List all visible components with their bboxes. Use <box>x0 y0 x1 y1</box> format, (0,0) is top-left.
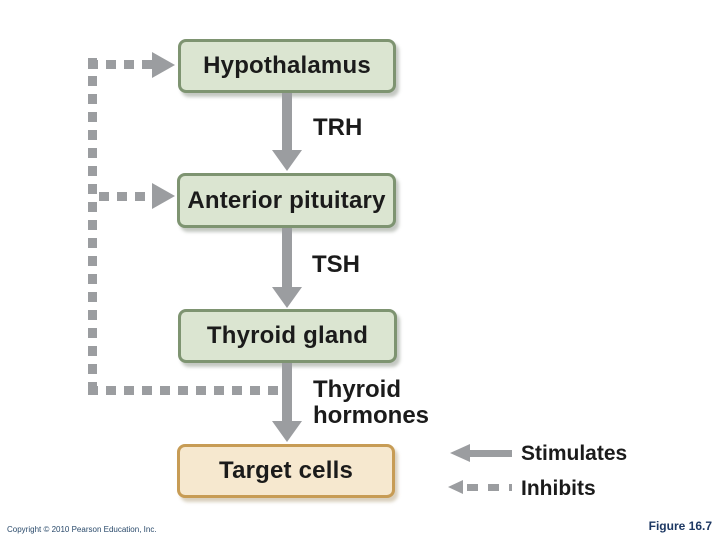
inhibits-arrow-dashes <box>467 484 512 491</box>
inhibits-legend-label: Inhibits <box>521 477 596 500</box>
feedback-line-from-thyroid-hormones <box>88 386 280 395</box>
copyright-text: Copyright © 2010 Pearson Education, Inc. <box>7 525 157 534</box>
thyroid-hormones-line2: hormones <box>313 402 430 429</box>
thyroid-gland-box: Thyroid gland <box>178 309 397 363</box>
hypothalamus-box: Hypothalamus <box>178 39 396 93</box>
arrow-thyroid-to-target-icon <box>272 421 302 442</box>
feedback-arrowhead-hypothalamus-icon <box>152 52 175 78</box>
inhibits-arrow-icon <box>448 480 463 494</box>
arrow-hypothalamus-to-pituitary-icon <box>272 150 302 171</box>
thyroid-hormones-line1: Thyroid <box>313 376 401 403</box>
stimulates-arrow-shaft <box>468 450 512 457</box>
tsh-label: TSH <box>312 251 360 278</box>
stimulates-arrow-icon <box>450 444 470 462</box>
feedback-line-vertical <box>88 58 97 395</box>
target-cells-box: Target cells <box>177 444 395 498</box>
stimulates-legend-label: Stimulates <box>521 442 628 465</box>
arrow-hypothalamus-to-pituitary-shaft <box>282 93 292 151</box>
thyroid-gland-label: Thyroid gland <box>206 322 369 349</box>
hypothalamus-label: Hypothalamus <box>203 52 371 79</box>
thyroid-hormones-label: Thyroid hormones <box>313 377 429 429</box>
figure-number-label: Figure 16.7 <box>648 519 712 533</box>
anterior-pituitary-label: Anterior pituitary <box>187 186 386 214</box>
feedback-line-to-anterior-pituitary <box>99 192 152 201</box>
anterior-pituitary-box: Anterior pituitary <box>177 173 396 228</box>
arrow-pituitary-to-thyroid-shaft <box>282 228 292 288</box>
target-cells-label: Target cells <box>218 457 353 484</box>
feedback-arrowhead-anterior-pituitary-icon <box>152 183 175 209</box>
trh-label: TRH <box>313 114 363 141</box>
arrow-thyroid-to-target-shaft <box>282 363 292 422</box>
arrow-pituitary-to-thyroid-icon <box>272 287 302 308</box>
feedback-line-to-hypothalamus <box>88 60 152 69</box>
